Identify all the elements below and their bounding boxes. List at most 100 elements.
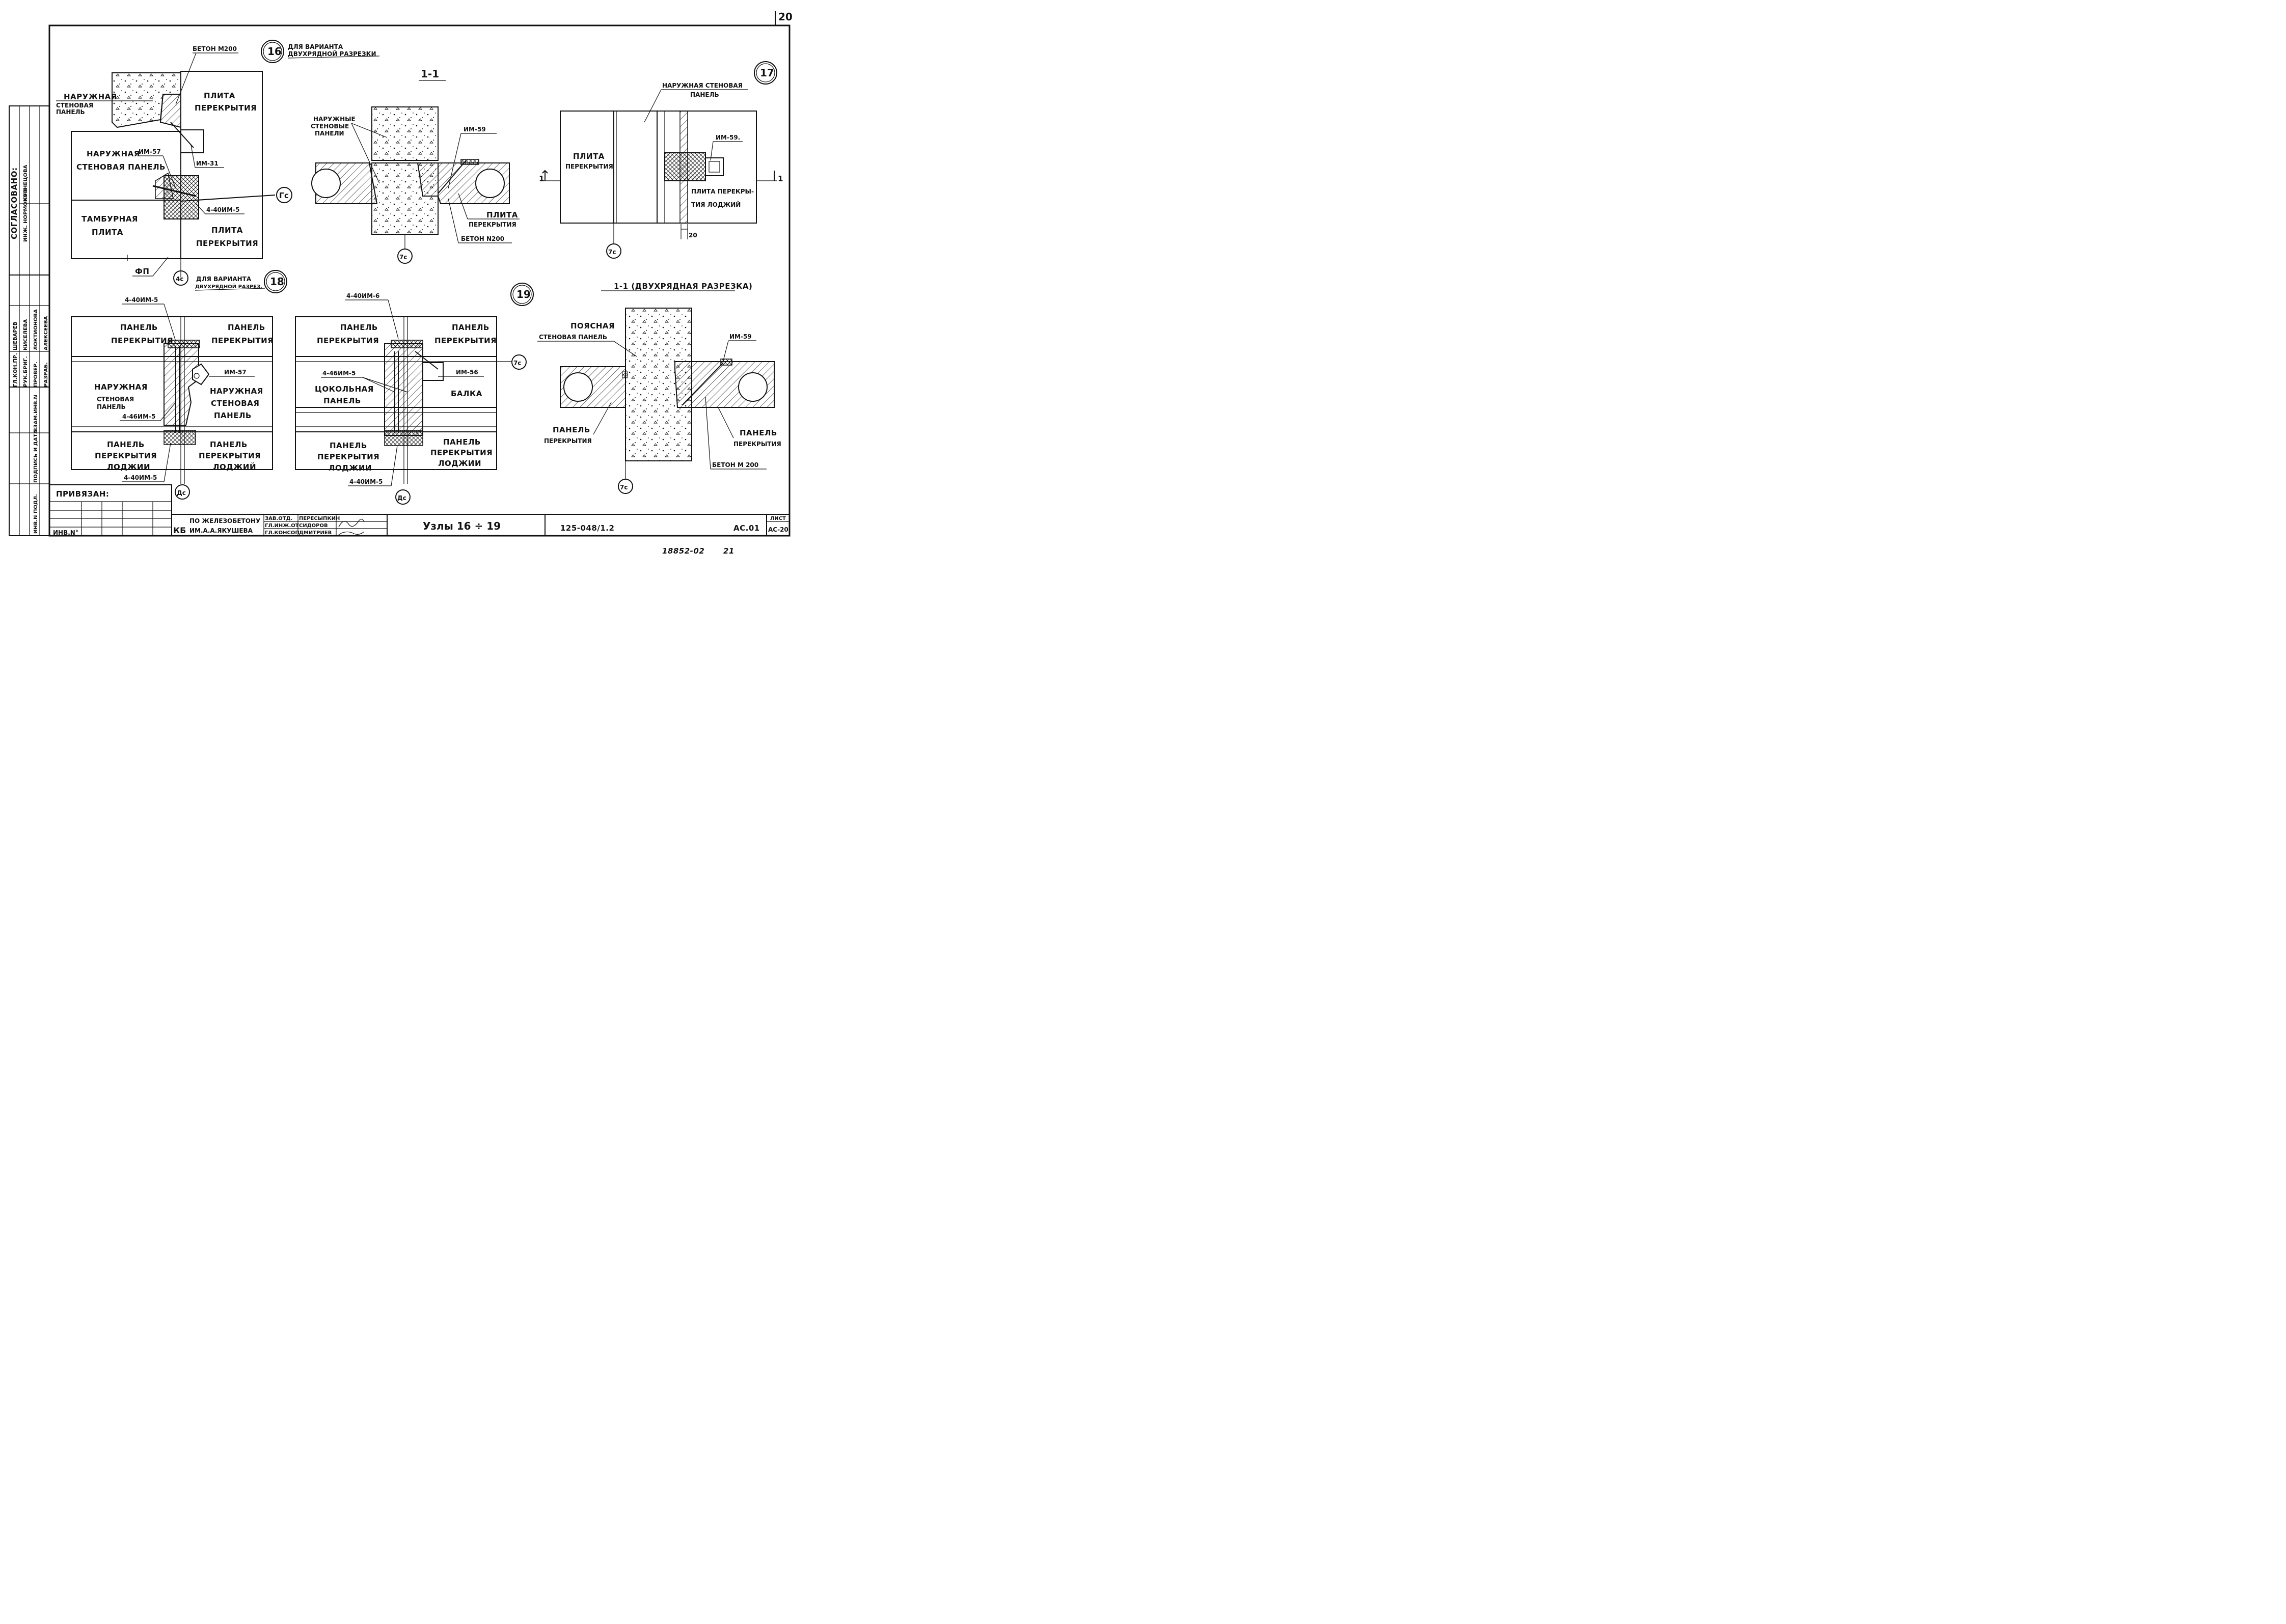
node-16-tambour-2: ПЛИТА [92, 228, 123, 237]
approval-strip-text: СОГЛАСОВАНО: ИНЖ. НОРМОКОН КУЗНЕЦОВА ГЛ.… [10, 164, 49, 534]
org-line-1: ПО ЖЕЛЕЗОБЕТОНУ [189, 517, 260, 525]
section-1-1-outer-1: НАРУЖНЫЕ [313, 116, 356, 123]
section-1-1b-beton: БЕТОН М 200 [712, 461, 758, 469]
org-line-2: ИМ.А.А.ЯКУШЕВА [189, 527, 253, 534]
section-1-1-axis-marker [397, 249, 413, 264]
title-block-grid [49, 484, 790, 536]
section-1-1-slab-2: ПЕРЕКРЫТИЯ [469, 221, 516, 228]
sheet-number: АС-20 [768, 526, 788, 533]
node-17-axis-marker [606, 243, 621, 259]
alekseeva-name: АЛЕКСЕЕВА [43, 316, 49, 350]
ruk-brig-label: РУК.БРИГ. [23, 356, 29, 387]
node-17-dim-20: 20 [689, 232, 697, 239]
role-3: ГЛ.КОНСОП [265, 530, 300, 536]
section-1-1-outer-3: ПАНЕЛИ [315, 130, 344, 137]
node-19-loggia-right-3: ЛОДЖИИ [438, 459, 481, 468]
prover-label: ПРОВЕР. [33, 362, 39, 387]
node-18-panel-left-2: ПЕРЕКРЫТИЯ [111, 336, 173, 345]
section-1-1b-panel-right-1: ПАНЕЛЬ [740, 428, 777, 437]
section-1-1b-axis-label: 7с [620, 484, 628, 491]
node-18-outer-right-2: СТЕНОВАЯ [211, 399, 259, 408]
section-1-1-beton: БЕТОН N200 [461, 235, 504, 242]
node-18-number: 18 [270, 276, 284, 288]
node-16-slab-1: ПЛИТА [204, 91, 235, 100]
node-18-loggia-right-3: ЛОДЖИЙ [213, 462, 256, 472]
node-19-drawing [295, 316, 497, 484]
node-19-axis-7c-label: 7с [513, 360, 521, 367]
node-16-im31: ИМ-31 [196, 160, 219, 167]
node-18-bolts-top: 4-40ИМ-5 [125, 296, 158, 304]
node-17-slab-1: ПЛИТА [573, 152, 605, 161]
node-19-socle-1: ЦОКОЛЬНАЯ [315, 384, 374, 394]
section-1-1b-panel-right-2: ПЕРЕКРЫТИЯ [733, 441, 781, 448]
node-19-panel-right-2: ПЕРЕКРЫТИЯ [434, 336, 497, 345]
node-18-panel-right-1: ПАНЕЛЬ [228, 323, 265, 332]
node-19-axis-dc-label: Дс [397, 494, 406, 502]
name-1: ПЕРЕСЫПКИН [299, 516, 340, 521]
section-1-1b-belt-1: ПОЯСНАЯ [570, 321, 615, 331]
node-17-loggia-1: ПЛИТА ПЕРЕКРЫ- [691, 188, 754, 195]
node-16-fp: ФП [135, 267, 149, 276]
node-16-tambour-1: ТАМБУРНАЯ [81, 214, 138, 224]
section-1-1b-panel-left-2: ПЕРЕКРЫТИЯ [544, 437, 592, 445]
node-18-loggia-left-3: ЛОДЖИИ [107, 462, 150, 472]
razrab-label: РАЗРАБ. [43, 362, 49, 387]
agreed-label: СОГЛАСОВАНО: [10, 168, 19, 240]
node-17-axis-label: 7с [608, 249, 616, 256]
loktionova-name: ЛОКТИОНОВА [33, 309, 39, 350]
node-18-panel-left-1: ПАНЕЛЬ [120, 323, 158, 332]
node-16-slab-3: ПЛИТА [211, 226, 243, 235]
section-1-1-im59: ИМ-59 [464, 126, 486, 133]
sheet-title: Узлы 16 ÷ 19 [423, 520, 501, 532]
node-18-im57: ИМ-57 [224, 369, 247, 376]
node-19-badge [510, 283, 534, 306]
node-17-number: 17 [760, 67, 774, 79]
node-17-outer-2: ПАНЕЛЬ [690, 91, 719, 98]
node-18-outer-left-3: ПАНЕЛЬ [97, 403, 126, 410]
node-16-number: 16 [267, 45, 282, 58]
node-19-socle-2: ПАНЕЛЬ [323, 396, 361, 405]
section-1-1b-axis-marker [618, 479, 633, 494]
node-17-loggia-2: ТИЯ ЛОДЖИЙ [691, 201, 741, 208]
node-19-axis-7c-marker [511, 354, 527, 370]
node-19-loggia-right-1: ПАНЕЛЬ [443, 437, 481, 447]
inv-no-label: ИНВ.N° [53, 529, 78, 536]
node-18-bolts-bot: 4-40ИМ-5 [124, 474, 157, 481]
node-19-beam: БАЛКА [451, 389, 482, 398]
gl-kon-pr-label: ГЛ.КОН.ПР. [13, 353, 18, 387]
vzam-inv-label: ВЗАМ.ИНВ.N [33, 395, 39, 432]
node-18-badge [264, 270, 287, 293]
inzh-norm-label: ИНЖ. НОРМОКОН [23, 189, 29, 242]
kuznetsova-name: КУЗНЕЦОВА [23, 164, 29, 201]
node-19-bolts-bot: 4-40ИМ-5 [349, 478, 383, 485]
node-19-loggia-left-1: ПАНЕЛЬ [330, 441, 367, 450]
section-1-1-axis-label: 7с [399, 254, 407, 261]
node-19-panel-left-1: ПАНЕЛЬ [340, 323, 378, 332]
node-16-drawing [71, 71, 276, 278]
kiseleva-name: КИСЕЛЕВА [23, 319, 29, 350]
node-17-badge [754, 61, 777, 85]
section-1-1-drawing [311, 106, 510, 250]
podpis-data-label: ПОДПИСЬ И ДАТА [33, 430, 39, 483]
node-17-im59: ИМ-59. [716, 134, 740, 141]
node-19-loggia-right-2: ПЕРЕКРЫТИЯ [430, 448, 493, 457]
node-19-loggia-left-2: ПЕРЕКРЫТИЯ [317, 452, 379, 461]
approval-strip [9, 105, 50, 536]
node-19-bolts-mid: 4-46ИМ-5 [322, 370, 356, 377]
axis-4c-marker [173, 270, 188, 286]
node-17-cut-left: 1 [539, 174, 545, 183]
project-code: 125-048/1.2 [560, 524, 614, 533]
node-19-loggia-left-3: ЛОДЖИИ [329, 463, 372, 473]
node-18-outer-left-2: СТЕНОВАЯ [97, 396, 134, 403]
node-18-drawing [71, 316, 273, 484]
node-17-drawing [540, 111, 777, 244]
node-18-axis-label: Дс [177, 489, 186, 497]
node-18-axis-marker [175, 484, 190, 500]
node-18-loggia-right-1: ПАНЕЛЬ [210, 440, 248, 449]
node-18-loggia-left-1: ПАНЕЛЬ [107, 440, 145, 449]
name-2: СИДОРОВ [299, 523, 328, 529]
node-16-bolts: 4-40ИМ-5 [206, 206, 239, 213]
node-16-badge [261, 40, 284, 63]
node-18-panel-right-2: ПЕРЕКРЫТИЯ [211, 336, 274, 345]
section-1-1b-panel-left-1: ПАНЕЛЬ [553, 425, 590, 434]
